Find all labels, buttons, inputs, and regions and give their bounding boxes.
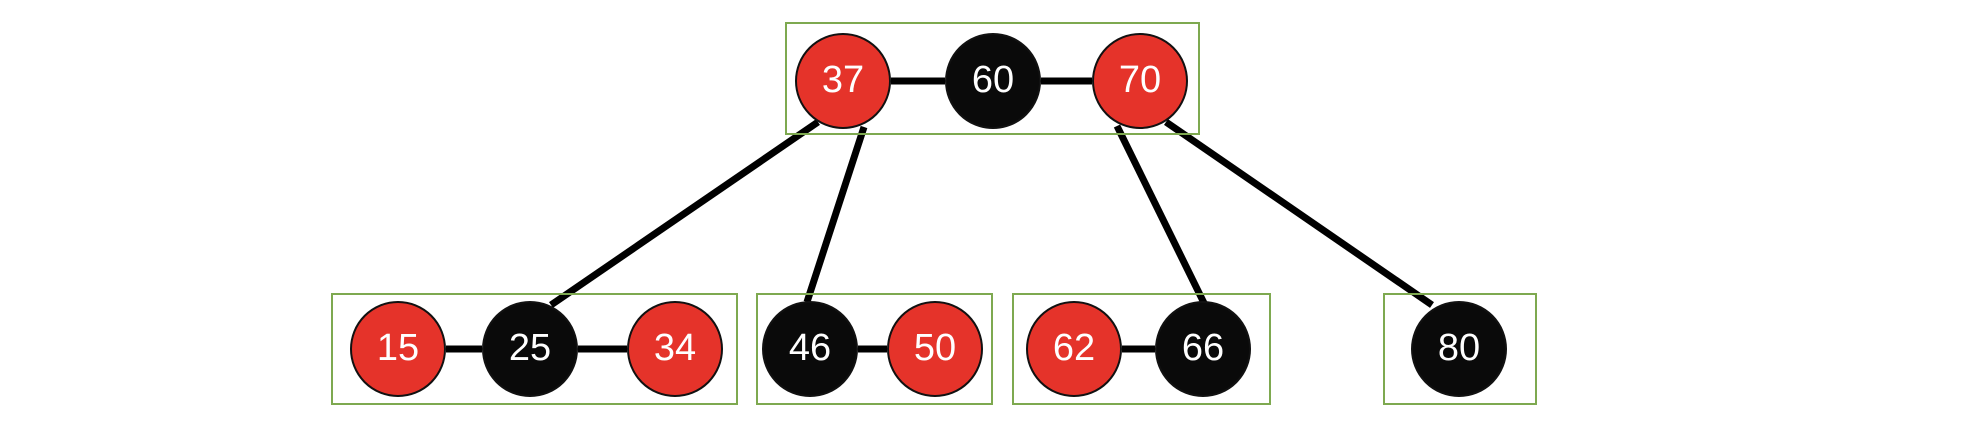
tree-node-62[interactable]: 62 xyxy=(1026,301,1122,397)
tree-edge xyxy=(1164,119,1434,308)
tree-node-label: 66 xyxy=(1181,327,1225,369)
tree-node-70[interactable]: 70 xyxy=(1092,33,1188,129)
tree-edge xyxy=(1113,124,1208,305)
tree-group-box xyxy=(1383,293,1537,405)
tree-node-50[interactable]: 50 xyxy=(887,301,983,397)
tree-node-label: 34 xyxy=(653,327,697,369)
tree-node-25[interactable]: 25 xyxy=(482,301,578,397)
tree-node-label: 50 xyxy=(913,327,957,369)
tree-group-box xyxy=(331,293,738,405)
tree-node-37[interactable]: 37 xyxy=(795,33,891,129)
tree-node-label: 46 xyxy=(788,327,832,369)
tree-node-46[interactable]: 46 xyxy=(762,301,858,397)
tree-node-label: 25 xyxy=(508,327,552,369)
tree-node-label: 70 xyxy=(1118,59,1162,101)
tree-node-60[interactable]: 60 xyxy=(945,33,1041,129)
tree-node-label: 62 xyxy=(1052,327,1096,369)
tree-node-label: 80 xyxy=(1437,327,1481,369)
tree-group-box xyxy=(1012,293,1271,405)
tree-node-66[interactable]: 66 xyxy=(1155,301,1251,397)
tree-node-label: 37 xyxy=(821,59,865,101)
tree-edge xyxy=(549,119,820,308)
tree-node-80[interactable]: 80 xyxy=(1411,301,1507,397)
tree-group-box xyxy=(785,22,1200,135)
tree-node-34[interactable]: 34 xyxy=(627,301,723,397)
tree-node-label: 60 xyxy=(971,59,1015,101)
tree-group-box xyxy=(756,293,993,405)
tree-node-label: 15 xyxy=(376,327,420,369)
tree-edge xyxy=(803,125,868,304)
tree-node-15[interactable]: 15 xyxy=(350,301,446,397)
